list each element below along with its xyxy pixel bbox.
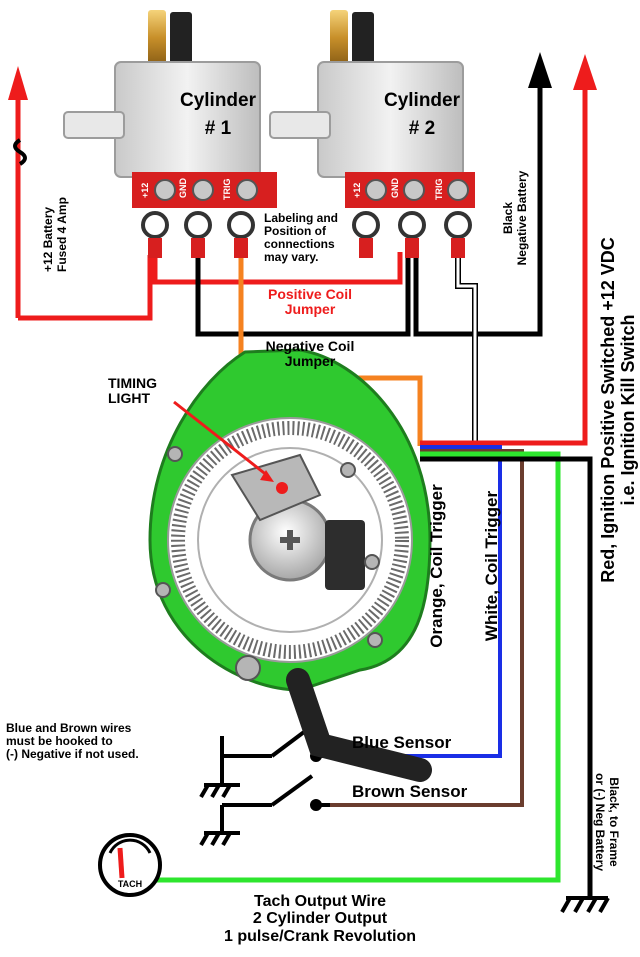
labeling-note-line: may vary. xyxy=(264,249,319,264)
tach-output-line: 1 pulse/Crank Revolution xyxy=(223,927,417,945)
unused-wires-note: Blue and Brown wires must be hooked to (… xyxy=(6,722,206,761)
negative-jumper-line: Negative Coil xyxy=(265,338,355,354)
positive-jumper-label: Positive Coil Jumper xyxy=(250,286,370,318)
tach-output-wire xyxy=(150,451,561,883)
tach-output-line: 2 Cylinder Output xyxy=(252,910,388,928)
terminal-label: GND xyxy=(178,178,188,199)
battery-label-line1: +12 Battery xyxy=(41,207,55,272)
ignitor-2-title: Cylinder xyxy=(384,90,461,111)
spark-plug-connector xyxy=(148,10,166,65)
positive-coil-jumper-wire xyxy=(152,252,403,285)
orange-trigger-label: Orange, Coil Trigger xyxy=(427,484,446,648)
tach-label: TACH xyxy=(118,879,142,889)
timing-light-led xyxy=(276,482,288,494)
timing-bracket xyxy=(230,453,322,522)
pickup-sensor xyxy=(325,520,365,590)
fuse-icon xyxy=(13,138,27,166)
labeling-note-line: connections xyxy=(264,236,335,251)
terminal-screw-icon xyxy=(192,179,214,201)
terminal-screw-icon xyxy=(236,179,258,201)
ground-icon xyxy=(199,783,240,799)
ignition-arrow-icon xyxy=(573,54,597,90)
terminal-screw-icon xyxy=(365,179,387,201)
tach-gauge: TACH xyxy=(98,833,162,897)
blue-sensor-wire xyxy=(330,445,502,758)
negative-jumper-line: Jumper xyxy=(284,353,336,370)
pickup-plate xyxy=(148,348,432,782)
terminal-screw-icon xyxy=(447,179,469,201)
tach-output-label: Tach Output Wire 2 Cylinder Output 1 pul… xyxy=(190,893,450,945)
ignition-positive-wire xyxy=(420,54,597,446)
blue-sensor-text: Blue Sensor xyxy=(352,733,452,752)
negative-battery-label-line1: Black xyxy=(501,202,515,234)
brown-sensor-label: Brown Sensor xyxy=(352,782,468,801)
brown-sensor-wire xyxy=(330,449,524,807)
negative-coil-jumper-wire xyxy=(195,252,411,337)
battery-arrow-icon xyxy=(8,66,28,100)
terminal-screw-icon xyxy=(403,179,425,201)
brown-sensor-text: Brown Sensor xyxy=(352,782,468,801)
ignitor-2-number: # 2 xyxy=(409,118,435,139)
ignitor-1-title: Cylinder xyxy=(180,90,257,111)
ignitor-module-2 xyxy=(269,10,475,258)
labeling-note-line: Position of xyxy=(264,223,326,238)
ground-icon xyxy=(199,831,240,847)
terminal-screw-icon xyxy=(154,179,176,201)
frame-ground-icon xyxy=(560,896,610,913)
frame-ground-wire xyxy=(420,456,610,913)
negative-arrow-icon xyxy=(528,52,552,88)
frame-ground-label-line2: or (-) Neg Battery xyxy=(593,773,607,871)
ignitor-module-1 xyxy=(63,10,277,258)
battery-positive-wire xyxy=(8,66,153,321)
terminal-label: TRIG xyxy=(434,179,444,201)
unused-note-line: (-) Negative if not used. xyxy=(6,746,139,761)
tach-output-line: Tach Output Wire xyxy=(254,893,386,910)
terminal-label: GND xyxy=(390,178,400,199)
positive-jumper-line: Positive Coil xyxy=(267,286,353,302)
battery-label-line2: Fused 4 Amp xyxy=(55,197,69,272)
ignitor-1-number: # 1 xyxy=(205,118,232,139)
spark-plug-connector xyxy=(330,10,348,65)
negative-battery-label-line2: Negative Battery xyxy=(515,170,529,265)
timing-light-label: TIMING LIGHT xyxy=(108,375,157,407)
tach-needle-icon xyxy=(117,847,125,879)
white-trigger-wire xyxy=(455,252,478,446)
timing-light-pointer xyxy=(173,400,274,482)
unused-note-line: must be hooked to xyxy=(6,733,113,748)
blue-sensor-label: Blue Sensor xyxy=(352,733,452,752)
white-trigger-label: White, Coil Trigger xyxy=(482,491,501,642)
brown-sensor-switch xyxy=(199,774,330,847)
unused-note-line: Blue and Brown wires xyxy=(6,721,132,735)
terminal-label: TRIG xyxy=(222,179,232,201)
terminal-label: +12 xyxy=(140,183,150,198)
timing-light-line: LIGHT xyxy=(108,390,150,407)
labeling-note: Labeling and Position of connections may… xyxy=(264,212,374,264)
timing-light-line: TIMING xyxy=(108,375,157,391)
positive-jumper-line: Jumper xyxy=(284,301,336,318)
ignition-label-line2: i.e. Ignition Kill Switch xyxy=(618,314,638,505)
ignition-label-line1: Red, Ignition Positive Switched +12 VDC xyxy=(598,237,618,583)
labeling-note-line: Labeling and xyxy=(264,211,339,225)
terminal-label: +12 xyxy=(352,183,362,198)
sensor-cable xyxy=(286,668,432,782)
frame-ground-label-line1: Black, to Frame xyxy=(607,777,621,867)
negative-jumper-label: Negative Coil Jumper xyxy=(250,338,370,370)
